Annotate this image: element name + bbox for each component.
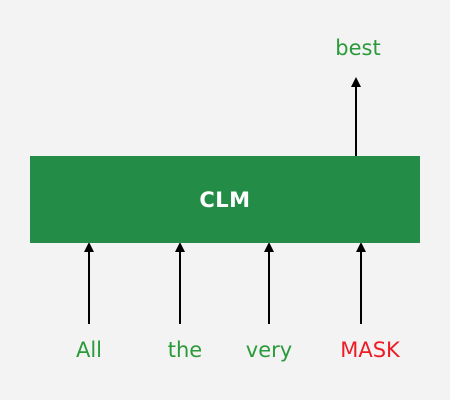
clm-model-box: CLM xyxy=(30,156,420,243)
input-token-all: All xyxy=(75,338,103,362)
input-token-mask: MASK xyxy=(340,338,400,362)
model-label: CLM xyxy=(199,187,251,212)
input-token-the: the xyxy=(167,338,203,362)
output-token-best: best xyxy=(335,36,381,60)
input-token-very: very xyxy=(245,338,293,362)
